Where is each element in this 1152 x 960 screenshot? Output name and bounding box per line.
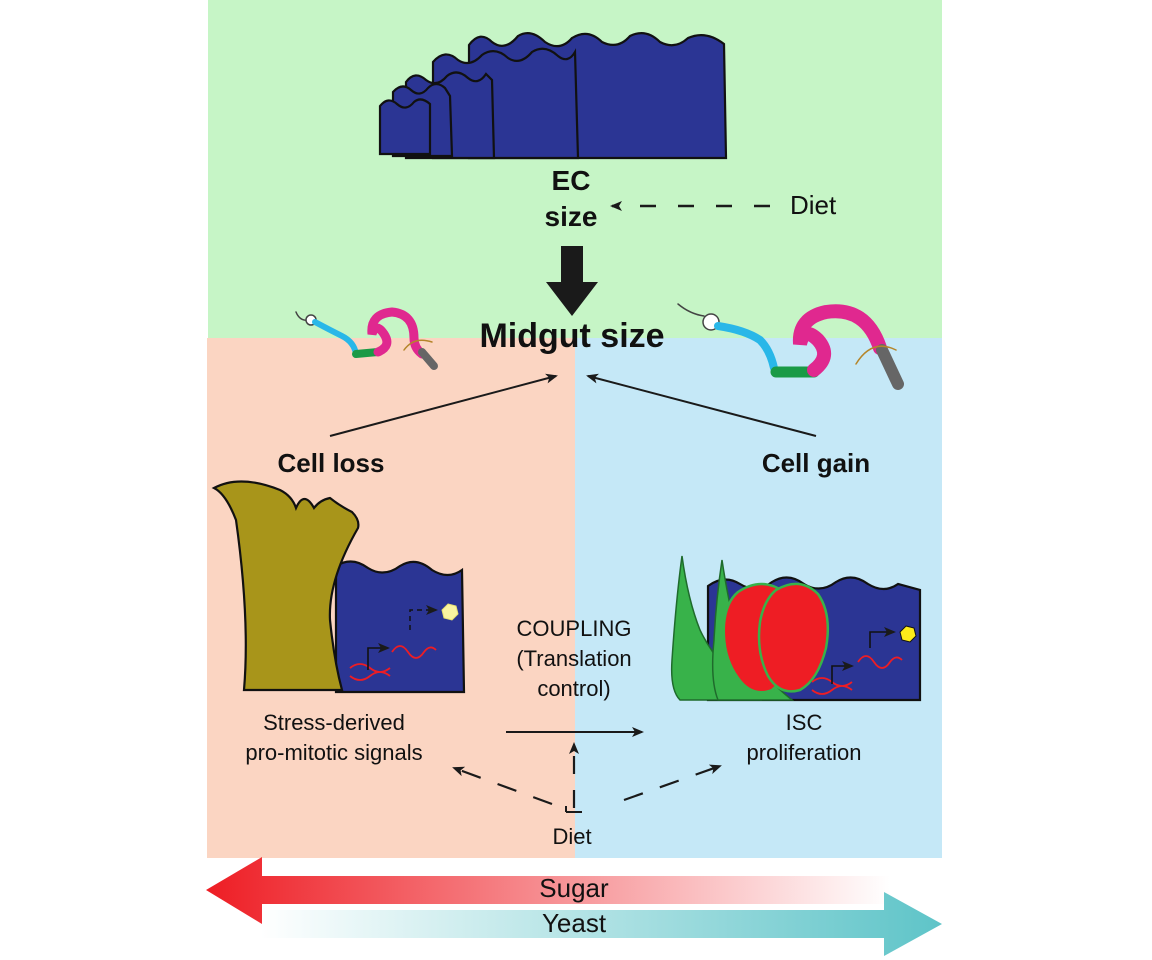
yeast-label: Yeast bbox=[542, 908, 607, 938]
large-midgut-icon bbox=[677, 303, 904, 390]
coupling-label-line3: control) bbox=[537, 676, 610, 701]
signal-hexagon-left bbox=[441, 603, 459, 621]
diet-top-label: Diet bbox=[790, 190, 837, 220]
dying-cell bbox=[211, 480, 360, 692]
signal-hexagon-right bbox=[899, 625, 917, 643]
cell-gain-label: Cell gain bbox=[762, 448, 870, 478]
cell-loss-label: Cell loss bbox=[278, 448, 385, 478]
cell-gain-arrow bbox=[586, 373, 817, 437]
midgut-size-label: Midgut size bbox=[479, 317, 664, 355]
enterocyte-staircase bbox=[378, 31, 728, 160]
cell-gain-illustration bbox=[670, 555, 922, 702]
diet-bottom-arrows bbox=[452, 742, 722, 813]
isc-red-cell-2 bbox=[757, 582, 829, 693]
diet-bottom-label: Diet bbox=[552, 824, 591, 849]
ec-size-label-line1: EC bbox=[552, 165, 591, 196]
sugar-gradient-arrow bbox=[206, 857, 890, 924]
enterocyte-cell-left bbox=[334, 560, 466, 694]
isc-label-line2: proliferation bbox=[747, 740, 862, 765]
stress-label-line1: Stress-derived bbox=[263, 710, 405, 735]
stress-label-line2: pro-mitotic signals bbox=[245, 740, 422, 765]
yeast-gradient-arrow bbox=[260, 892, 942, 956]
small-midgut-icon bbox=[295, 307, 438, 370]
ec-to-midgut-arrow bbox=[546, 246, 598, 316]
isc-label-line1: ISC bbox=[786, 710, 823, 735]
ec-size-label-line2: size bbox=[545, 201, 598, 232]
coupling-label-line1: COUPLING bbox=[517, 616, 632, 641]
coupling-label-line2: (Translation bbox=[516, 646, 631, 671]
cell-loss-arrow bbox=[329, 373, 558, 437]
sugar-label: Sugar bbox=[539, 873, 609, 903]
cell-loss-illustration bbox=[211, 480, 466, 694]
